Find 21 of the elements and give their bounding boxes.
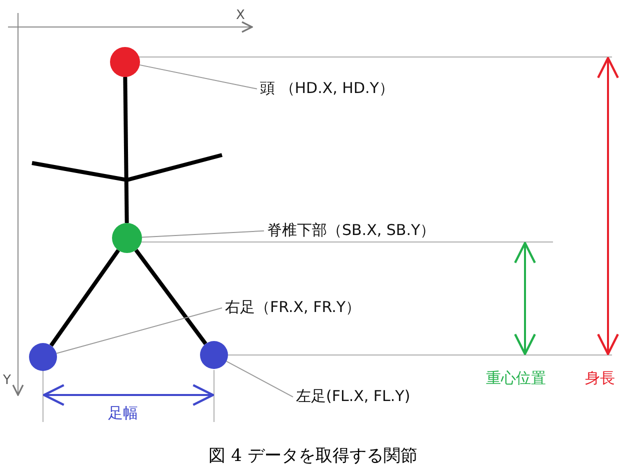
joint-label: 頭 （HD.X, HD.Y） xyxy=(260,79,394,97)
leader-line xyxy=(226,360,294,398)
skeleton-line xyxy=(134,248,208,345)
joint-circle xyxy=(112,223,142,253)
leader-line xyxy=(139,64,258,90)
dimension-label: 重心位置 xyxy=(486,369,546,387)
skeleton-line xyxy=(123,76,129,224)
joint-label: 左足(FL.X, FL.Y) xyxy=(296,387,410,405)
dimension-label: 身長 xyxy=(585,369,615,387)
axis-label: Y xyxy=(3,373,11,389)
joint-label: 右足（FR.X, FR.Y） xyxy=(225,298,361,316)
axis-label: X xyxy=(236,8,245,24)
skeleton-line xyxy=(49,249,120,347)
leader-line xyxy=(56,307,222,354)
joint-circle xyxy=(29,343,57,371)
leader-line xyxy=(141,230,264,238)
dimension-label: 足幅 xyxy=(108,404,138,422)
joint-circle xyxy=(110,47,140,77)
joint-circle xyxy=(200,341,228,369)
figure-caption: 図 4 データを取得する関節 xyxy=(208,446,418,466)
joint-label: 脊椎下部（SB.X, SB.Y） xyxy=(267,221,436,239)
